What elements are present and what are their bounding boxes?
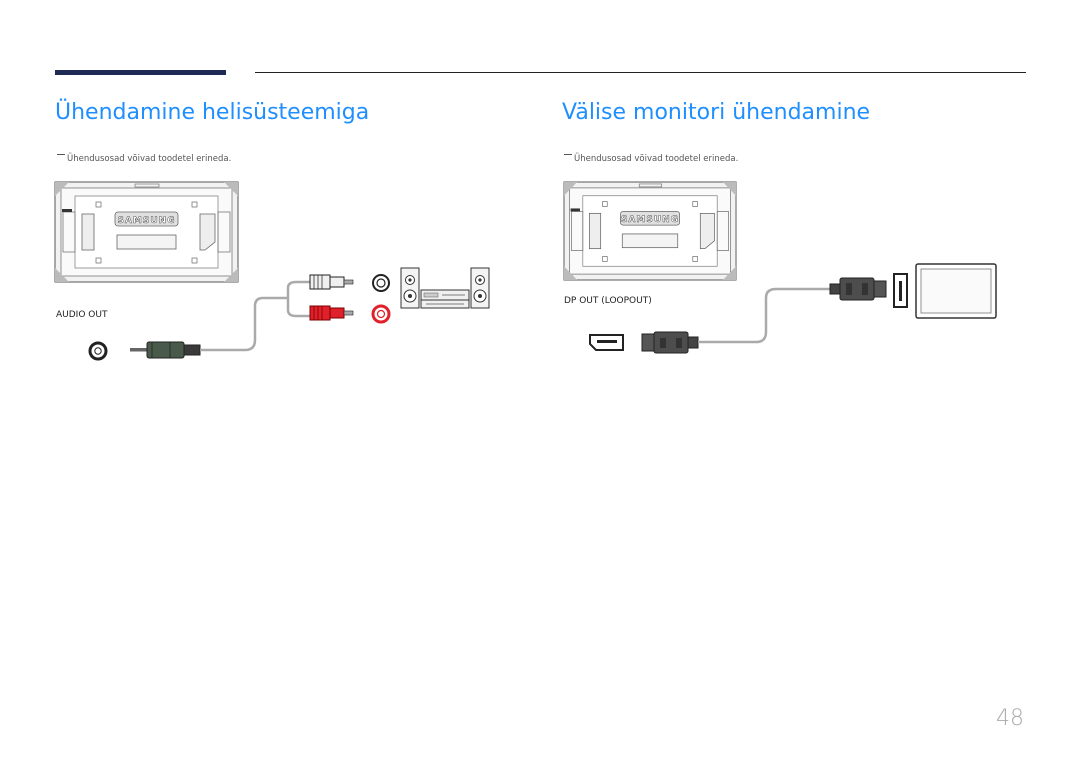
external-monitor-icon: [915, 263, 997, 319]
page-number: 48: [996, 706, 1024, 731]
audio-section-title: Ühendamine helisüsteemiga: [55, 100, 370, 125]
dp-cable: [698, 287, 830, 344]
brand-logo: SAMSUNG: [621, 215, 679, 225]
monitor-section-title: Välise monitori ühendamine: [562, 100, 871, 125]
audio-out-port-icon: [88, 341, 108, 361]
dp-out-label: DP OUT (LOOPOUT): [564, 296, 652, 306]
rca-red-jack-icon: [371, 304, 391, 324]
audio-note-text: Ühendusosad võivad toodetel erineda.: [67, 154, 232, 164]
rca-white-jack-icon: [372, 274, 390, 292]
stereo-system-icon: [400, 267, 490, 309]
audio-jack-plug-icon: [130, 341, 201, 359]
dp-out-port-icon: [589, 334, 624, 351]
dp-in-port-icon: [893, 273, 908, 308]
monitor-note-text: Ühendusosad võivad toodetel erineda.: [574, 154, 739, 164]
rca-red-plug-icon: [309, 305, 354, 321]
note-dash: [57, 154, 65, 155]
audio-section-note: Ühendusosad võivad toodetel erineda.: [57, 154, 231, 164]
audio-cable: [200, 280, 310, 352]
header-divider-line: [255, 72, 1026, 73]
brand-logo: SAMSUNG: [117, 216, 175, 226]
note-dash: [564, 154, 572, 155]
rca-white-plug-icon: [309, 274, 354, 290]
tv-back-panel-audio: SAMSUNG: [54, 181, 239, 283]
header-accent-bar: [55, 70, 226, 75]
audio-out-label: AUDIO OUT: [56, 310, 108, 320]
dp-plug-monitor-icon: [829, 277, 887, 301]
dp-plug-icon: [641, 331, 699, 354]
monitor-section-note: Ühendusosad võivad toodetel erineda.: [564, 154, 738, 164]
tv-back-panel-dp: SAMSUNG: [563, 181, 737, 281]
